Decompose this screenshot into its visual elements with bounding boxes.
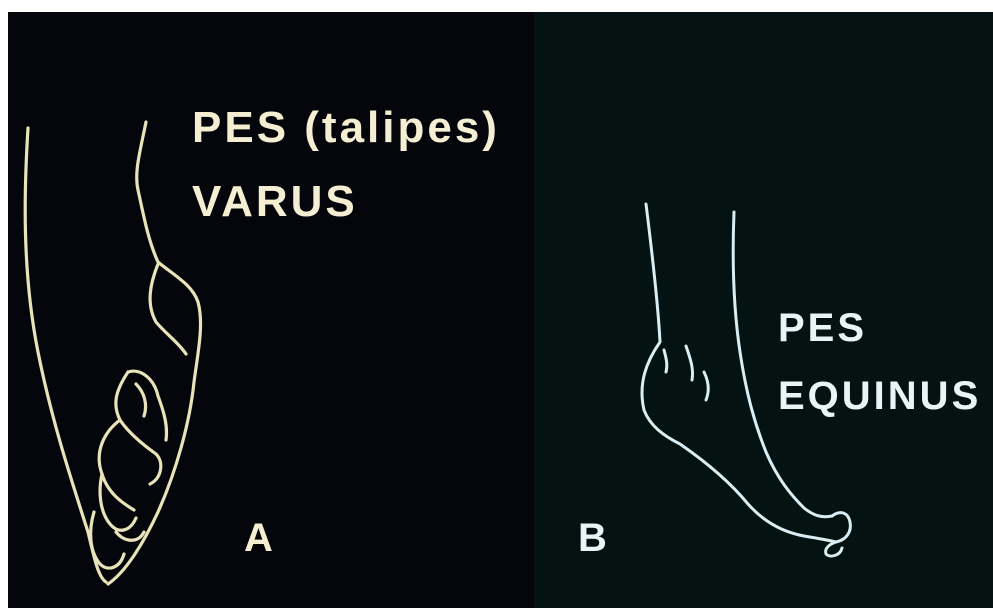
toe-contour-4: [116, 532, 144, 540]
panel-b-pes-equinus: PES EQUINUS B: [534, 12, 993, 608]
panel-a-pes-varus: PES (talipes) VARUS A: [8, 12, 534, 608]
ankle-detail: [136, 384, 146, 416]
ankle-detail-2: [704, 372, 708, 400]
title-line-2: VARUS: [192, 180, 358, 224]
leg-front-contour: [733, 212, 832, 517]
title-line-1: PES (talipes): [192, 106, 500, 150]
panel-letter: B: [578, 518, 607, 558]
panel-letter: A: [244, 518, 273, 558]
title-line-2: EQUINUS: [778, 376, 981, 416]
toe-contour: [826, 513, 851, 556]
leg-back-contour: [642, 204, 836, 542]
ankle-detail-1: [686, 346, 693, 380]
heel-detail: [664, 350, 667, 372]
toe-contour-1: [120, 420, 161, 484]
sole-contour: [99, 372, 134, 510]
figure: PES (talipes) VARUS A PES EQUINUS B: [8, 12, 993, 608]
arch-contour: [128, 371, 167, 440]
title-line-1: PES: [778, 308, 867, 348]
